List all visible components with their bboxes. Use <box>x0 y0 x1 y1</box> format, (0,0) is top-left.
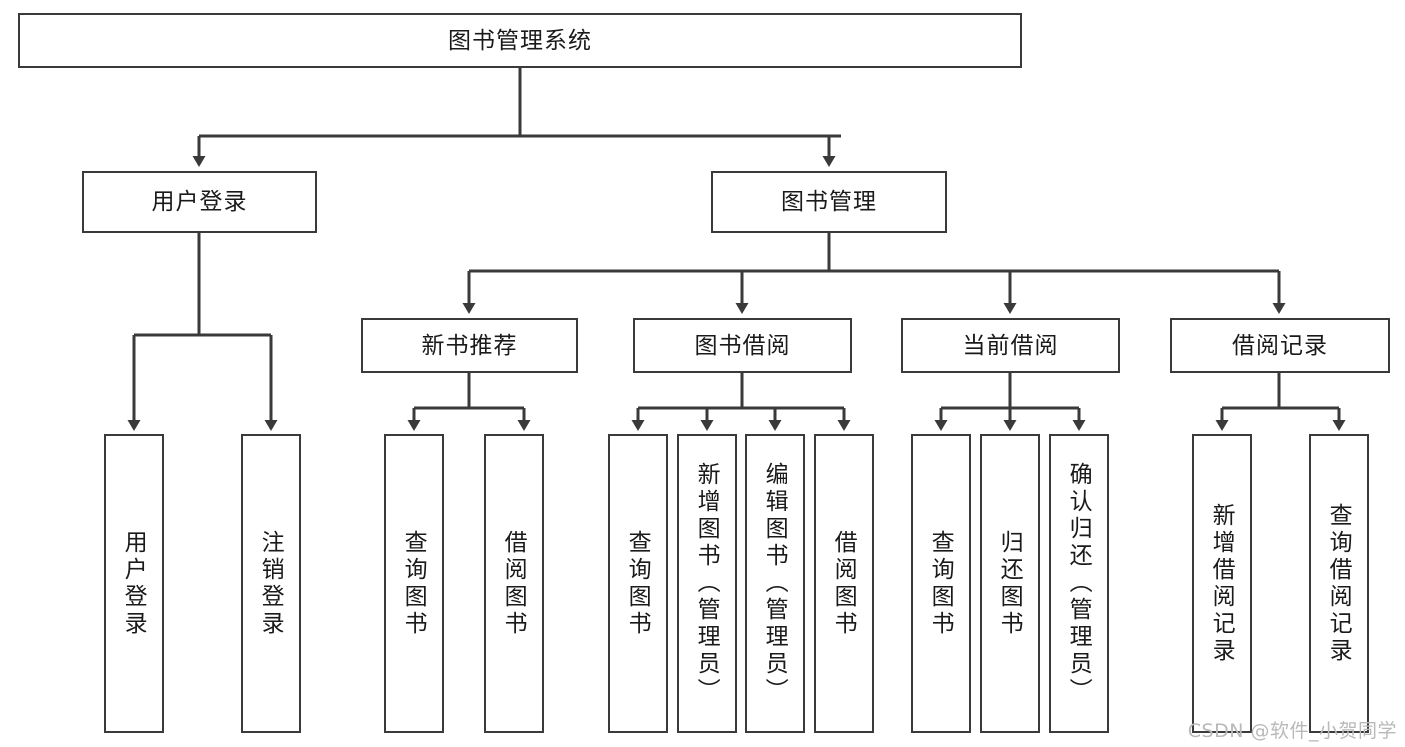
node-label: 查询借阅记录 <box>1326 502 1353 665</box>
leaf-record-add-record[interactable]: 新增借阅记录 <box>1192 434 1252 733</box>
leaf-recommend-query-book[interactable]: 查询图书 <box>384 434 444 733</box>
leaf-current-confirm-return[interactable]: 确认归还（管理员） <box>1049 434 1109 733</box>
node-label: 查询图书 <box>625 529 652 638</box>
node-label: 借阅图书 <box>831 529 858 638</box>
node-label: 图书管理系统 <box>448 26 592 53</box>
node-label: 确认归还（管理员） <box>1066 462 1093 705</box>
leaf-borrow-query-book[interactable]: 查询图书 <box>608 434 668 733</box>
leaf-recommend-borrow-book[interactable]: 借阅图书 <box>484 434 544 733</box>
node-label: 图书管理 <box>781 188 877 215</box>
node-label: 新书推荐 <box>421 331 518 358</box>
leaf-user-login-signout[interactable]: 注销登录 <box>241 434 301 733</box>
node-label: 用户登录 <box>121 529 148 638</box>
node-label: 编辑图书（管理员） <box>762 462 789 705</box>
node-label: 当前借阅 <box>962 331 1059 358</box>
leaf-current-return-book[interactable]: 归还图书 <box>980 434 1040 733</box>
node-label: 注销登录 <box>258 529 285 638</box>
node-label: 用户登录 <box>151 188 248 215</box>
node-book-management[interactable]: 图书管理 <box>711 171 947 233</box>
node-current-borrow[interactable]: 当前借阅 <box>901 318 1120 373</box>
node-user-login[interactable]: 用户登录 <box>82 171 317 233</box>
leaf-borrow-add-book[interactable]: 新增图书（管理员） <box>677 434 737 733</box>
leaf-borrow-borrow-book[interactable]: 借阅图书 <box>814 434 874 733</box>
node-label: 借阅记录 <box>1232 331 1328 358</box>
node-label: 归还图书 <box>997 529 1024 638</box>
node-new-book-recommend[interactable]: 新书推荐 <box>361 318 578 373</box>
node-label: 查询图书 <box>928 529 955 638</box>
leaf-record-query-record[interactable]: 查询借阅记录 <box>1309 434 1369 733</box>
node-book-borrow[interactable]: 图书借阅 <box>633 318 852 373</box>
node-label: 图书借阅 <box>694 331 791 358</box>
node-label: 新增图书（管理员） <box>694 462 721 705</box>
leaf-current-query-book[interactable]: 查询图书 <box>911 434 971 733</box>
node-root-system[interactable]: 图书管理系统 <box>18 13 1022 68</box>
node-borrow-record[interactable]: 借阅记录 <box>1170 318 1390 373</box>
leaf-user-login-signin[interactable]: 用户登录 <box>104 434 164 733</box>
leaf-borrow-edit-book[interactable]: 编辑图书（管理员） <box>745 434 805 733</box>
watermark-text: CSDN @软件_小贺同学 <box>1187 720 1397 742</box>
node-label: 新增借阅记录 <box>1209 502 1236 665</box>
node-label: 查询图书 <box>401 529 428 638</box>
node-label: 借阅图书 <box>501 529 528 638</box>
